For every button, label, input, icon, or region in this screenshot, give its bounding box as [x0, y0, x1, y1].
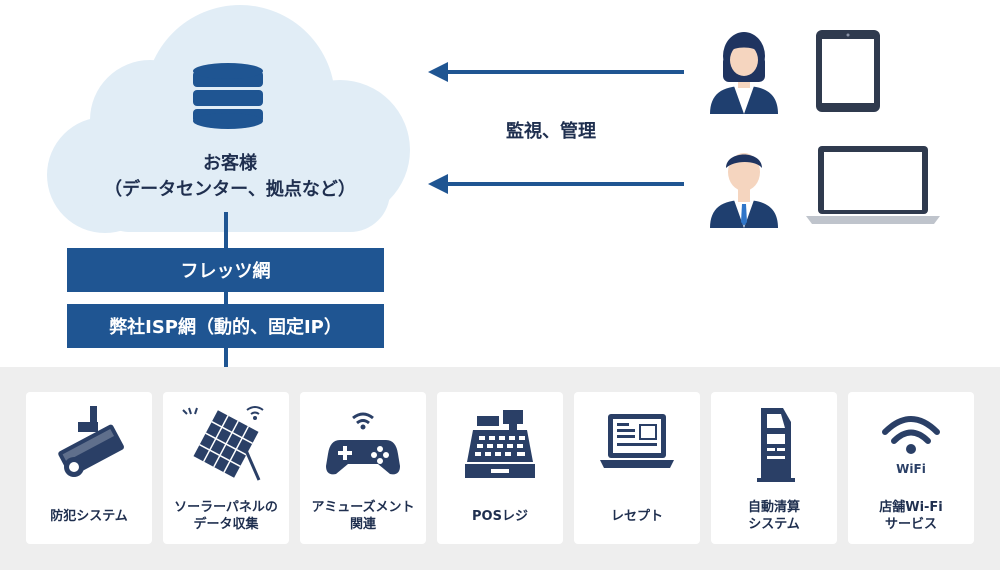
- service-label-line2: 関連: [349, 517, 376, 532]
- service-card-amusement: アミューズメント 関連: [300, 392, 426, 544]
- database-icon: [193, 63, 263, 129]
- service-label-line1: 防犯システム: [50, 508, 128, 524]
- wifi-icon-text: WiFi: [896, 462, 926, 476]
- cloud-title: お客様: [203, 153, 257, 174]
- service-label-line1: レセプト: [610, 508, 663, 524]
- wifi-icon: [882, 416, 940, 454]
- cash-register-icon: [465, 410, 535, 478]
- service-card-kiosk: 自動清算 システム: [711, 392, 837, 544]
- service-label-line1: ソーラーパネルの: [174, 500, 278, 515]
- cloud-shape: [47, 5, 410, 233]
- service-label-line2: システム: [748, 517, 800, 532]
- service-label-line1: 店舗Wi-Fi: [879, 500, 943, 515]
- service-label-line2: サービス: [884, 517, 937, 532]
- service-card-security: 防犯システム: [26, 392, 152, 544]
- service-label-line1: アミューズメント: [311, 500, 415, 515]
- laptop-icon: [806, 146, 940, 224]
- service-card-pos: POSレジ: [437, 392, 563, 544]
- solar-panel-icon: [182, 406, 264, 481]
- cloud-subtitle: （データセンター、拠点など）: [104, 179, 356, 200]
- security-camera-icon: [58, 406, 125, 477]
- isp-network-band: 弊社ISP網（動的、固定IP）: [67, 304, 384, 348]
- arrow-top: [428, 62, 684, 82]
- game-controller-icon: [326, 412, 400, 475]
- arrow-bottom: [428, 174, 684, 194]
- kiosk-icon: [757, 408, 795, 482]
- tablet-icon: [816, 30, 880, 112]
- service-label-line2: データ収集: [193, 517, 259, 532]
- fletts-network-band: フレッツ網: [67, 248, 384, 292]
- male-user-icon: [710, 153, 778, 228]
- service-label-line1: 自動清算: [747, 500, 800, 515]
- service-card-receipt: レセプト: [574, 392, 700, 544]
- laptop-screen-icon: [600, 414, 674, 468]
- service-card-solar: ソーラーパネルの データ収集: [163, 392, 289, 544]
- female-user-icon: [710, 32, 778, 114]
- service-card-wifi: WiFi 店舗Wi-Fi サービス: [848, 392, 974, 544]
- service-label-line1: POSレジ: [472, 508, 528, 524]
- monitor-label: 監視、管理: [506, 121, 596, 142]
